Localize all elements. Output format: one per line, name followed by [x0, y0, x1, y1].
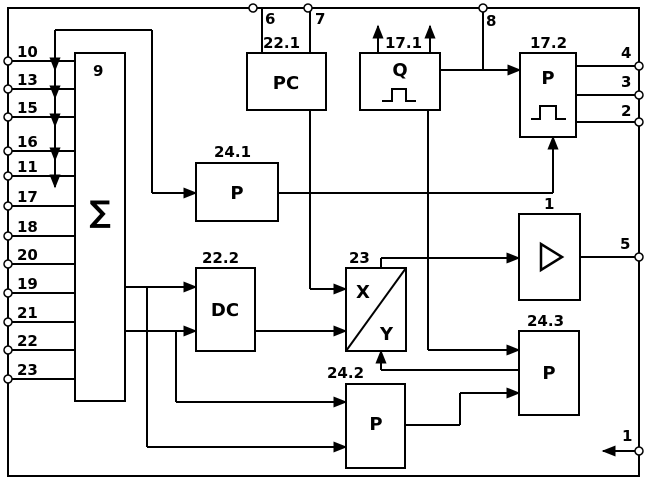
right-terminal-label: 3 [621, 73, 631, 91]
outer-frame [7, 7, 640, 477]
input-label: 18 [17, 218, 38, 236]
terminal-7 [303, 3, 313, 13]
block-17-2 [519, 52, 577, 138]
block-17-1-label: Q [392, 60, 407, 81]
block-24-1-label: P [230, 183, 243, 204]
block-22-1-label: PC [273, 73, 299, 94]
adder-number: 9 [93, 62, 103, 80]
block-24-3-number: 24.3 [527, 312, 564, 330]
block-1-number: 1 [544, 195, 554, 213]
input-label: 19 [17, 275, 38, 293]
block-22-1-number: 22.1 [263, 34, 300, 52]
block-17-1-number: 17.1 [385, 34, 422, 52]
amplifier-triangle-icon [539, 241, 565, 273]
input-label: 13 [17, 71, 38, 89]
input-label: 16 [17, 133, 38, 151]
block-24-3 [518, 330, 580, 416]
block-24-2 [345, 383, 406, 469]
input-terminal [3, 56, 13, 66]
terminal-1 [634, 446, 644, 456]
top-terminal-label: 8 [486, 12, 496, 30]
input-terminal [3, 201, 13, 211]
block-22-2-number: 22.2 [202, 249, 239, 267]
block-24-1 [195, 162, 279, 222]
wiring [8, 8, 639, 457]
block-23-x-label: X [356, 282, 370, 303]
input-label: 23 [17, 361, 38, 379]
block-23-number: 23 [349, 249, 370, 267]
adder-block [74, 52, 126, 402]
input-terminal [3, 345, 13, 355]
terminal-3 [634, 90, 644, 100]
input-label: 15 [17, 99, 38, 117]
input-terminal [3, 317, 13, 327]
pulse-icon [531, 105, 566, 120]
block-17-2-number: 17.2 [530, 34, 567, 52]
terminal-6 [248, 3, 258, 13]
terminal-5 [634, 252, 644, 262]
input-terminal [3, 259, 13, 269]
input-label: 21 [17, 304, 38, 322]
input-label: 20 [17, 246, 38, 264]
block-24-3-label: P [542, 363, 555, 384]
diagonal-divider [345, 267, 407, 352]
block-23-y-label: Y [379, 324, 394, 345]
right-terminal-label: 5 [620, 235, 630, 253]
right-terminal-label: 1 [622, 427, 632, 445]
sum-symbol: ∑ [89, 195, 111, 230]
pulse-icon [382, 88, 416, 102]
top-terminal-label: 6 [265, 10, 275, 28]
top-terminal-label: 7 [315, 10, 325, 28]
terminal-4 [634, 61, 644, 71]
block-24-2-label: P [369, 414, 382, 435]
input-terminal [3, 112, 13, 122]
input-terminal [3, 374, 13, 384]
right-terminal-label: 2 [621, 102, 631, 120]
block-22-2 [195, 267, 256, 352]
input-terminal [3, 84, 13, 94]
input-label: 17 [17, 188, 38, 206]
left-input-terminals: 10 13 15 16 11 17 18 20 19 21 22 23 [3, 43, 38, 384]
terminal-8 [478, 3, 488, 13]
input-label: 10 [17, 43, 38, 61]
block-22-2-label: DC [211, 300, 239, 321]
input-terminal [3, 231, 13, 241]
block-17-2-label: P [541, 68, 554, 89]
right-terminal-label: 4 [621, 44, 631, 62]
input-terminal [3, 146, 13, 156]
block-24-2-number: 24.2 [327, 364, 364, 382]
input-label: 11 [17, 158, 38, 176]
block-22-1 [246, 52, 327, 111]
block-24-1-number: 24.1 [214, 143, 251, 161]
input-label: 22 [17, 332, 38, 350]
block-1 [518, 213, 581, 301]
input-terminal [3, 171, 13, 181]
terminal-2 [634, 117, 644, 127]
block-17-1 [359, 52, 441, 111]
input-terminal [3, 288, 13, 298]
